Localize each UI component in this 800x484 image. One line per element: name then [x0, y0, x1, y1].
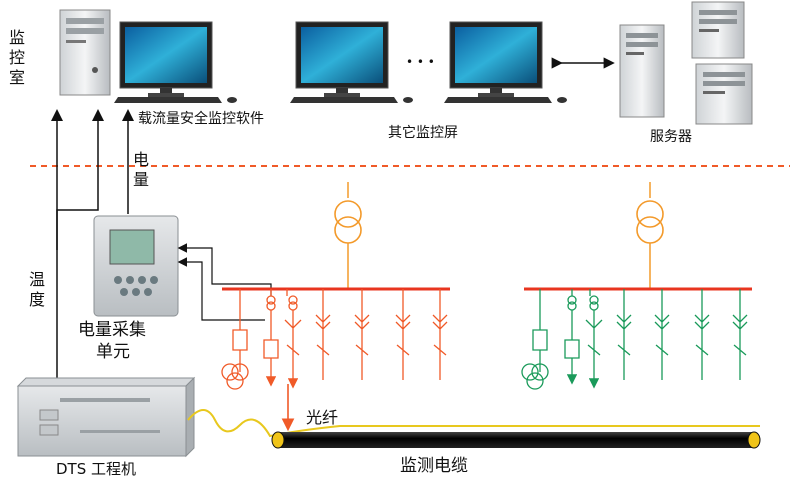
servers-label: 服务器: [650, 129, 692, 145]
main-workstation: [59, 9, 237, 103]
dts-machine-label: DTS 工程机: [56, 460, 137, 478]
orange-substation: [221, 182, 450, 432]
electricity-label: 电量: [132, 150, 149, 189]
monitor-software-label: 载流量安全监控软件: [138, 111, 264, 127]
collection-unit-device: [93, 215, 179, 317]
green-substation: [521, 182, 752, 390]
other-screens-label: 其它监控屏: [388, 125, 458, 141]
optical-fiber: [187, 409, 760, 438]
monitor-screen-3: [444, 21, 567, 103]
ct-signal-arrow-2: [177, 257, 265, 321]
temperature-label: 温度: [28, 270, 45, 309]
control-room-label: 监控室: [8, 28, 25, 87]
temperature-data-arrow-1: [56, 109, 104, 390]
collection-unit-label-line1: 电量采集: [78, 320, 146, 340]
servers: [619, 1, 753, 125]
collection-unit-label-line2: 单元: [96, 342, 130, 362]
monitored-cable-label: 监测电缆: [400, 456, 468, 476]
monitor-screen-2: [290, 21, 413, 103]
dts-machine-device: [16, 376, 196, 458]
ellipsis-label: • • •: [406, 55, 435, 69]
monitored-cable-body: [271, 431, 761, 449]
fiber-label: 光纤: [306, 408, 339, 427]
